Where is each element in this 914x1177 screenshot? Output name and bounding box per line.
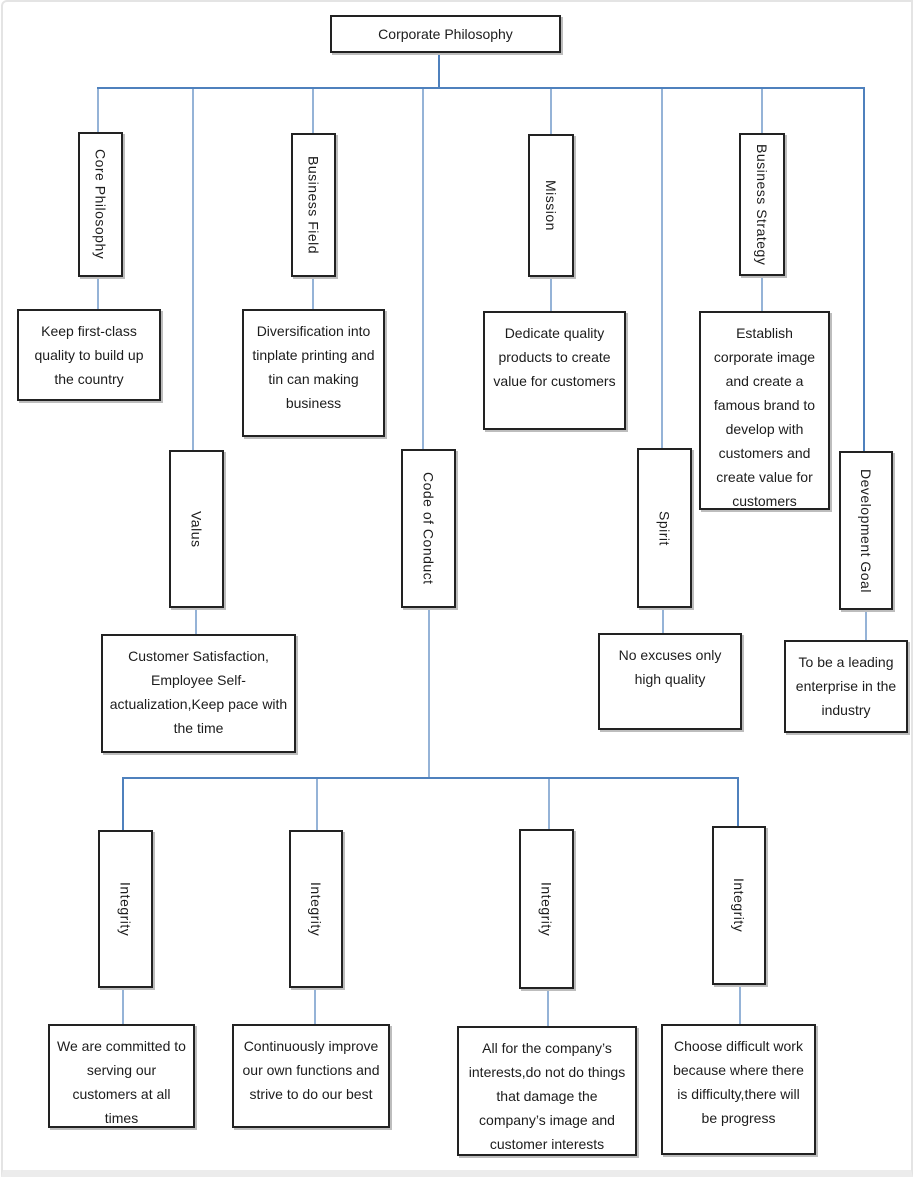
node-integrity-1: Integrity <box>98 830 153 988</box>
node-development-goal-label: Development Goal <box>858 468 874 593</box>
detail-integrity-1: We are committed to serving our customer… <box>48 1024 195 1128</box>
node-integrity-1-label: Integrity <box>117 881 134 937</box>
connector-feed-integrity-2 <box>314 988 316 1024</box>
connector-drop-development-goal <box>863 89 865 451</box>
node-integrity-3: Integrity <box>519 829 574 989</box>
detail-business-strategy-text: Establish corporate image and create a f… <box>713 325 816 509</box>
connector-feed-mission <box>550 277 552 311</box>
node-business-strategy-label: Business Strategy <box>754 143 770 266</box>
connector-feed-integrity-3 <box>547 989 549 1026</box>
node-code-of-conduct-label: Code of Conduct <box>420 472 437 585</box>
node-integrity-4: Integrity <box>712 826 766 985</box>
connector-drop-business-field <box>312 89 314 133</box>
node-core-philosophy: Core Philosophy <box>78 132 123 277</box>
connector-feed-valus <box>195 608 197 634</box>
detail-spirit-text: No excuses only high quality <box>618 647 722 687</box>
node-corporate-philosophy-label: Corporate Philosophy <box>378 26 513 42</box>
detail-integrity-1-text: We are committed to serving our customer… <box>57 1038 186 1126</box>
node-business-field: Business Field <box>291 133 336 277</box>
node-integrity-2-label: Integrity <box>308 881 324 937</box>
node-core-philosophy-label: Core Philosophy <box>92 149 109 260</box>
detail-valus: Customer Satisfaction, Employee Self-act… <box>101 634 296 753</box>
detail-business-field: Diversification into tinplate printing a… <box>242 309 385 437</box>
detail-integrity-3: All for the company’s interests,do not d… <box>457 1026 637 1156</box>
detail-development-goal-text: To be a leading enterprise in the indust… <box>795 654 897 718</box>
detail-development-goal: To be a leading enterprise in the indust… <box>784 640 908 733</box>
connector-top-rail <box>97 87 865 89</box>
detail-business-strategy: Establish corporate image and create a f… <box>699 311 830 510</box>
connector-feed-core-philosophy <box>97 277 99 310</box>
connector-feed-spirit <box>662 608 664 633</box>
node-mission: Mission <box>528 134 574 277</box>
detail-mission-text: Dedicate quality products to create valu… <box>493 325 616 389</box>
detail-valus-text: Customer Satisfaction, Employee Self-act… <box>109 648 288 736</box>
connector-feed-integrity-4 <box>739 985 741 1024</box>
node-spirit-label: Spirit <box>656 510 673 546</box>
detail-integrity-4-text: Choose difficult work because where ther… <box>673 1038 804 1126</box>
detail-core-philosophy-text: Keep first-class quality to build up the… <box>34 323 144 387</box>
connector-feed-business-field <box>312 277 314 310</box>
connector-drop-core-philosophy <box>97 89 99 133</box>
connector-drop-integrity-2 <box>316 779 318 830</box>
node-valus: Valus <box>169 450 224 608</box>
node-integrity-3-label: Integrity <box>538 881 555 937</box>
connector-feed-business-strategy <box>761 276 763 311</box>
connector-drop-integrity-1 <box>122 779 124 830</box>
node-valus-label: Valus <box>188 510 205 548</box>
detail-integrity-2: Continuously improve our own functions a… <box>232 1024 390 1128</box>
detail-integrity-4: Choose difficult work because where ther… <box>661 1024 816 1155</box>
connector-drop-valus <box>192 89 194 450</box>
node-business-strategy: Business Strategy <box>739 133 785 276</box>
detail-business-field-text: Diversification into tinplate printing a… <box>252 323 375 411</box>
connector-feed-development-goal <box>865 610 867 640</box>
connector-drop-spirit <box>661 89 663 448</box>
connector-conduct-rail <box>122 777 739 779</box>
connector-conduct-trunk <box>428 608 430 777</box>
detail-spirit: No excuses only high quality <box>598 633 742 730</box>
node-integrity-2: Integrity <box>289 830 343 988</box>
node-development-goal: Development Goal <box>839 451 893 610</box>
connector-drop-mission <box>550 89 552 134</box>
node-code-of-conduct: Code of Conduct <box>401 449 456 608</box>
detail-integrity-2-text: Continuously improve our own functions a… <box>242 1038 380 1102</box>
node-integrity-4-label: Integrity <box>731 878 747 933</box>
connector-root-feed <box>438 53 440 88</box>
connector-drop-code-of-conduct <box>422 89 424 449</box>
connector-drop-integrity-4 <box>737 779 739 826</box>
node-spirit: Spirit <box>637 448 692 608</box>
node-business-field-label: Business Field <box>305 155 322 255</box>
connector-drop-business-strategy <box>761 89 763 133</box>
detail-integrity-3-text: All for the company’s interests,do not d… <box>468 1040 626 1152</box>
detail-core-philosophy: Keep first-class quality to build up the… <box>17 309 161 401</box>
connector-feed-integrity-1 <box>122 988 124 1024</box>
connector-drop-integrity-3 <box>548 779 550 829</box>
node-mission-label: Mission <box>543 180 559 231</box>
detail-mission: Dedicate quality products to create valu… <box>483 311 626 430</box>
node-corporate-philosophy: Corporate Philosophy <box>330 15 561 53</box>
